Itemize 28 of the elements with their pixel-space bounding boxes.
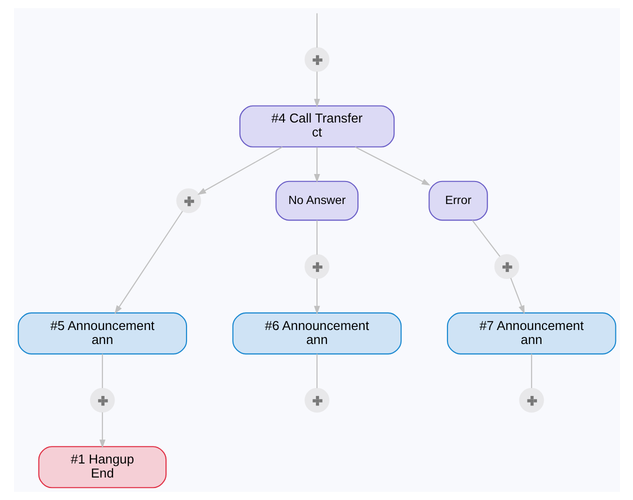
arrow: [114, 210, 182, 314]
node-box: #1 Hangup End: [38, 446, 166, 488]
arrow: [196, 146, 282, 195]
arrow: [313, 147, 320, 183]
connector: [471, 220, 500, 257]
node-box: Error: [428, 180, 488, 221]
node-circle: [90, 388, 114, 413]
node-box: No Answer: [274, 180, 358, 221]
connector: [316, 220, 318, 255]
node-box: #5 Announcement ann: [17, 312, 187, 354]
node-circle: [304, 254, 329, 279]
node-circle: [304, 388, 329, 413]
arrow: [510, 278, 524, 314]
node-circle: [494, 254, 519, 279]
connector: [316, 354, 318, 388]
node-box: #7 Announcement ann: [446, 312, 616, 354]
arrow: [313, 278, 320, 315]
arrow: [354, 146, 430, 186]
connector: [530, 354, 532, 388]
node-box: #4 Call Transfer ct: [238, 105, 394, 148]
arrow: [98, 412, 105, 448]
node-circle: [304, 47, 329, 72]
node-circle: [518, 388, 544, 413]
arrow: [313, 72, 320, 108]
connector: [316, 13, 318, 48]
node-circle: [176, 188, 201, 214]
node-box: #6 Announcement ann: [232, 312, 402, 354]
connector: [101, 354, 102, 388]
